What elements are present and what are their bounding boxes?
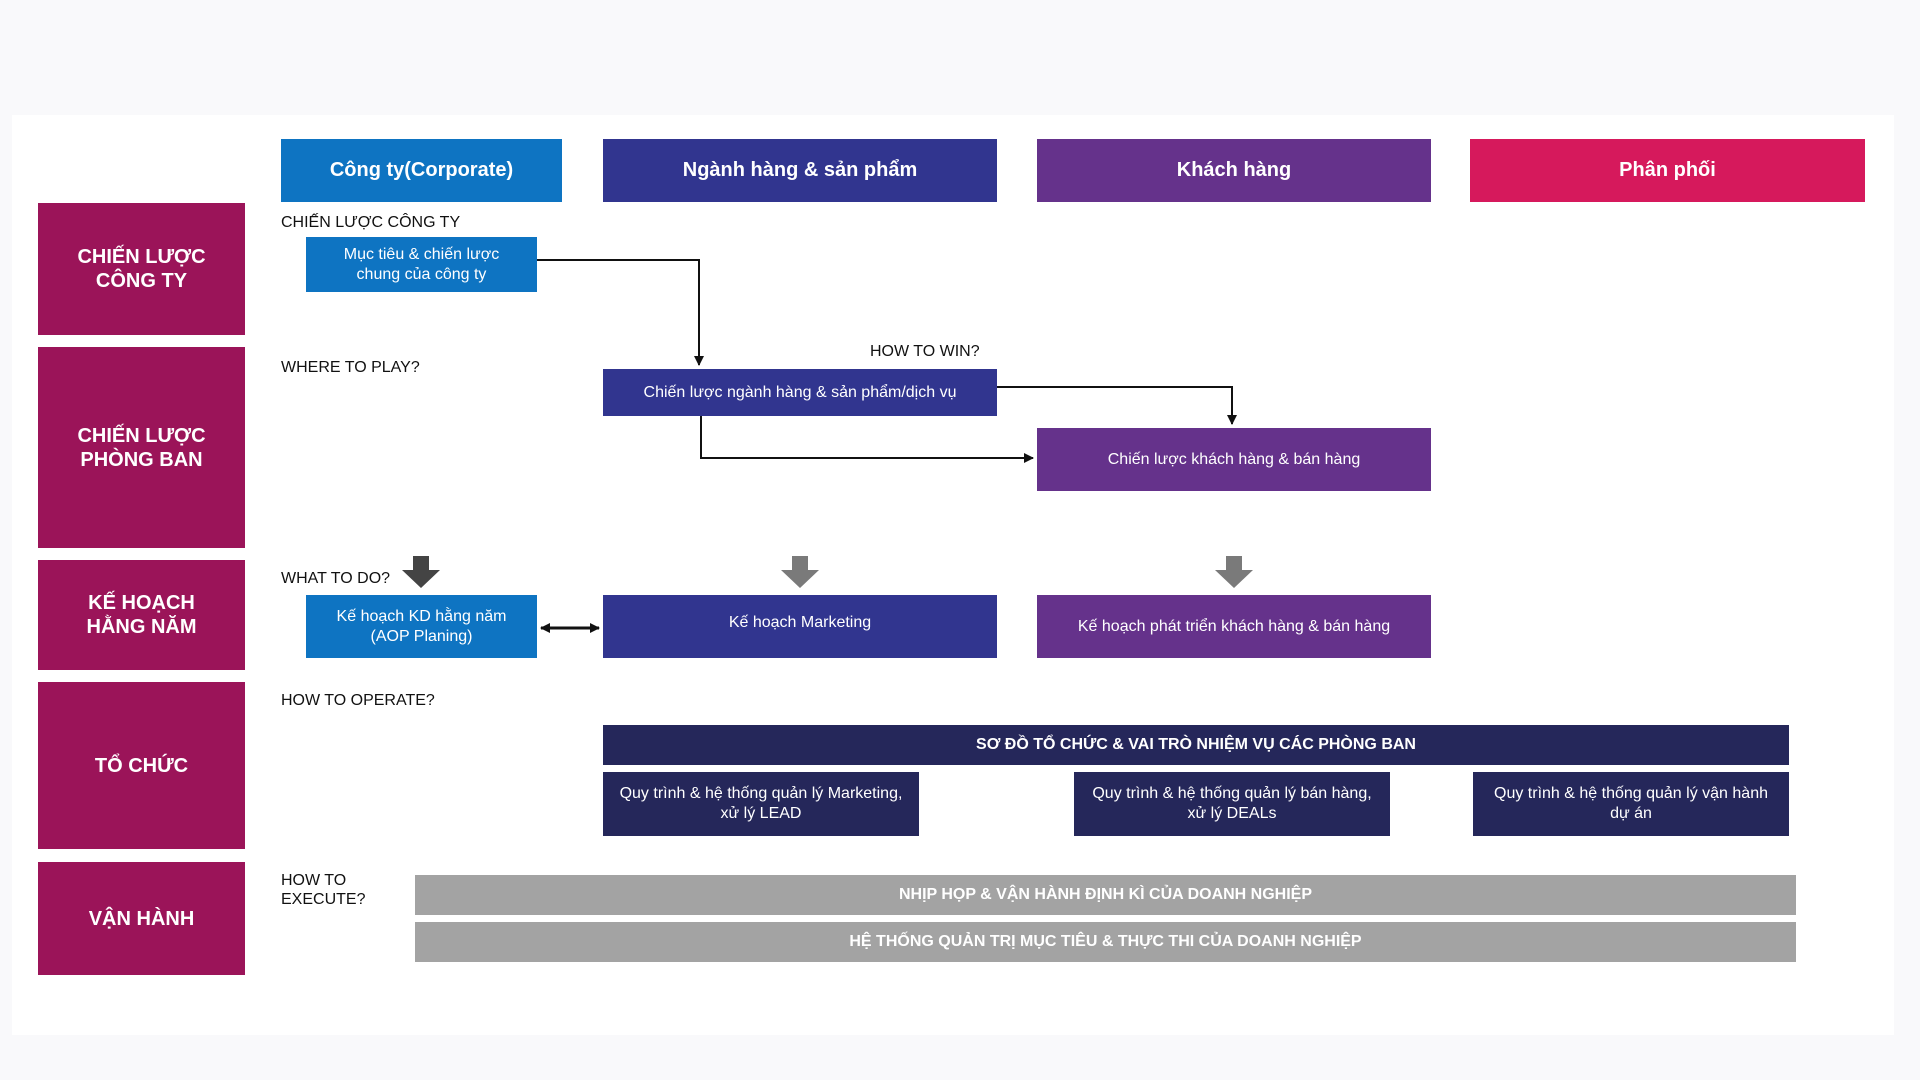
row-header-corporate-strategy: CHIẾN LƯỢC CÔNG TY [38,203,245,335]
box-product-strategy: Chiến lược ngành hàng & sản phẩm/dịch vụ [603,369,997,416]
label-how-to-operate: HOW TO OPERATE? [281,692,435,709]
row-header-operations: VẬN HÀNH [38,862,245,975]
box-sales-process: Quy trình & hệ thống quản lý bán hàng, x… [1074,772,1390,836]
row-header-department-strategy: CHIẾN LƯỢC PHÒNG BAN [38,347,245,548]
column-header-product: Ngành hàng & sản phẩm [603,139,997,202]
label-what-to-do: WHAT TO DO? [281,570,391,587]
box-company-goals: Mục tiêu & chiến lược chung của công ty [306,237,537,292]
box-meeting-rhythm: NHỊP HỌP & VẬN HÀNH ĐỊNH KÌ CỦA DOANH NG… [415,875,1796,915]
column-header-corporate: Công ty(Corporate) [281,139,562,202]
label-where-to-play: WHERE TO PLAY? [281,359,420,376]
box-org-chart: SƠ ĐỒ TỔ CHỨC & VAI TRÒ NHIỆM VỤ CÁC PHÒ… [603,725,1789,765]
label-how-to-execute: HOW TO EXECUTE? [281,872,366,909]
row-header-organization: TỔ CHỨC [38,682,245,849]
label-how-to-win: HOW TO WIN? [870,343,980,360]
row-header-annual-plan: KẾ HOẠCH HẰNG NĂM [38,560,245,670]
column-header-distribution: Phân phối [1470,139,1865,202]
box-operations-process: Quy trình & hệ thống quản lý vận hành dự… [1473,772,1789,836]
box-marketing-plan: Kế hoạch Marketing [603,595,997,658]
box-customer-strategy: Chiến lược khách hàng & bán hàng [1037,428,1431,491]
box-marketing-process: Quy trình & hệ thống quản lý Marketing, … [603,772,919,836]
label-corporate-strategy: CHIẾN LƯỢC CÔNG TY [281,214,461,231]
box-customer-plan: Kế hoạch phát triển khách hàng & bán hàn… [1037,595,1431,658]
box-goal-management-system: HỆ THỐNG QUẢN TRỊ MỤC TIÊU & THỰC THI CỦ… [415,922,1796,962]
column-header-customer: Khách hàng [1037,139,1431,202]
box-aop-plan: Kế hoạch KD hằng năm (AOP Planing) [306,595,537,658]
